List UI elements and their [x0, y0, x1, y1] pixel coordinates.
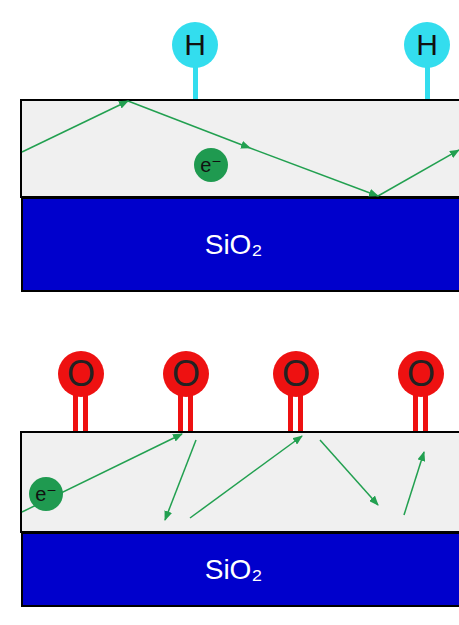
sio2-substrate: SiO₂ [21, 532, 459, 607]
oxygen-atom: O [273, 351, 319, 397]
node-label: H [416, 30, 438, 60]
oxygen-atom: O [58, 351, 104, 397]
hydrogen-atom: H [172, 22, 218, 68]
electron-path [22, 434, 424, 520]
o-bond [73, 395, 428, 433]
node-label: O [172, 356, 200, 392]
electron-path [22, 101, 459, 196]
h-bond [193, 66, 198, 101]
hydrogen-atom: H [404, 22, 450, 68]
film-layer [21, 432, 459, 532]
oxygen-atom: O [398, 351, 444, 397]
node-label: O [407, 356, 435, 392]
sio2-substrate: SiO₂ [21, 197, 459, 292]
h-bond [425, 66, 430, 101]
node-label: e⁻ [35, 484, 57, 504]
electron: e⁻ [29, 477, 63, 511]
node-label: e⁻ [200, 155, 222, 175]
oxygen-atom: O [163, 351, 209, 397]
electron: e⁻ [194, 148, 228, 182]
node-label: H [184, 30, 206, 60]
node-label: O [282, 356, 310, 392]
node-label: SiO₂ [205, 556, 263, 584]
node-label: O [67, 356, 95, 392]
node-label: SiO₂ [205, 231, 263, 259]
film-layer [21, 100, 459, 197]
